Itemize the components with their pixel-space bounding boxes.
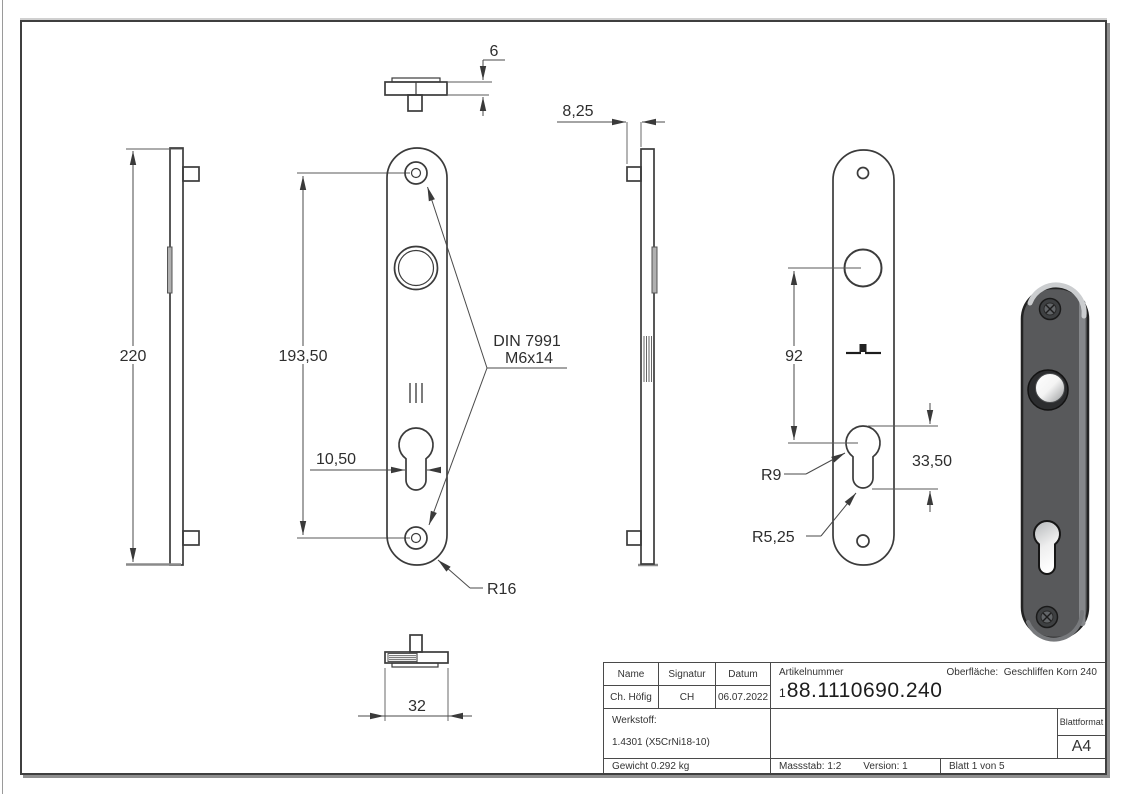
front-view-dimensioned [386, 147, 448, 566]
radius-note-r9: R9 [761, 452, 846, 484]
tb-artikelnummer-value: 88.1110690.240 [786, 679, 943, 702]
tb-empty-cell [771, 709, 1058, 759]
dim-pin-projection: 8,25 [557, 103, 665, 164]
tb-article-cell: Artikelnummer 188.1110690.240 Oberfläche… [771, 663, 1105, 709]
tb-version: Version: 1 [863, 760, 908, 772]
dim-label-r16: R16 [487, 581, 516, 598]
screw-note-line1: DIN 7991 [493, 333, 561, 350]
bottom-pin-2 [626, 530, 642, 546]
dim-label-33-50: 33,50 [912, 453, 952, 470]
dim-label-193-50: 193,50 [279, 348, 328, 365]
tb-werkstoff-label: Werkstoff: [612, 715, 657, 726]
dim-label-6: 6 [490, 43, 499, 60]
tb-blattformat-value: A4 [1058, 736, 1105, 759]
top-pin-2 [626, 166, 642, 182]
tb-gewicht: Gewicht 0.292 kg [604, 759, 771, 773]
render-bottom-shade [1026, 610, 1084, 642]
tb-oberflaeche-value: Geschliffen Korn 240 [1003, 667, 1097, 678]
cylinder-edge-2 [651, 246, 658, 294]
tb-blattformat-label: Blattformat [1058, 709, 1105, 736]
dim-label-8-25: 8,25 [562, 103, 593, 120]
render-top-screw [1038, 297, 1062, 321]
brand-mark-lines [409, 383, 423, 403]
dim-plate-thickness: 6 [448, 43, 505, 116]
tb-header-name: Name [604, 663, 659, 686]
bottom-view [384, 634, 449, 668]
drawing-frame [20, 20, 1107, 775]
render-body [1020, 286, 1090, 640]
render-edge-highlight [1079, 300, 1086, 626]
tb-value-name: Ch. Höfig [604, 686, 659, 709]
side-view-left [167, 147, 658, 567]
knurl-hatch [387, 653, 418, 662]
tb-oberflaeche-label: Oberfläche: [946, 667, 999, 678]
euro-cylinder-keyhole-2 [845, 425, 881, 489]
handle-hole [393, 245, 439, 291]
tb-oberflaeche: Oberfläche: Geschliffen Korn 240 [947, 667, 1097, 678]
radius-note-r5-25: R5,25 [752, 492, 857, 546]
dim-label-92: 92 [785, 348, 803, 365]
dim-screw-hole-distance: 193,50 [276, 172, 410, 539]
dim-plate-width: 32 [358, 668, 472, 721]
screw-note-line2: M6x14 [505, 350, 553, 367]
dim-label-220: 220 [120, 348, 147, 365]
render-top-highlight [1027, 282, 1087, 319]
dim-plate-height: 220 [113, 148, 182, 566]
euro-cylinder-keyhole [398, 427, 434, 491]
brand-mark [846, 344, 881, 355]
render-bottom-screw [1035, 605, 1059, 629]
title-block: Name Signatur Datum Ch. Höfig CH 06.07.2… [603, 662, 1105, 773]
radius-note-r16: R16 [437, 559, 516, 598]
top-screw-hole [404, 161, 428, 185]
bottom-pin [182, 530, 200, 546]
bottom-screw-hole-2 [856, 534, 870, 548]
render-keyhole [1033, 520, 1061, 575]
dim-keyhole-width: 10,50 [310, 451, 441, 474]
tb-value-datum: 06.07.2022 [716, 686, 771, 709]
brand-hatch [643, 336, 652, 382]
cylinder-edge [167, 246, 173, 294]
dim-cylinder-height: 33,50 [868, 403, 952, 512]
tb-artikelnummer-label: Artikelnummer [779, 667, 844, 678]
render-3d [1020, 282, 1090, 642]
tb-blatt: Blatt 1 von 5 [949, 760, 1005, 772]
dim-label-10-50: 10,50 [316, 451, 356, 468]
side-view-right [626, 148, 658, 565]
top-view [384, 77, 448, 112]
render-handle-hole [1027, 369, 1069, 411]
page-edge-line [2, 0, 3, 794]
dim-handle-to-cylinder: 92 [779, 267, 861, 444]
dim-label-r9: R9 [761, 467, 782, 484]
front-view-plain [832, 149, 895, 566]
tb-massstab: Massstab: 1:2 [779, 760, 842, 772]
tb-header-datum: Datum [716, 663, 771, 686]
tb-value-signatur: CH [659, 686, 716, 709]
tb-werkstoff-value: 1.4301 (X5CrNi18-10) [612, 737, 710, 748]
dim-label-r5-25: R5,25 [752, 529, 795, 546]
tb-massstab-cell: Massstab: 1:2 Version: 1 [771, 759, 941, 773]
top-pin [182, 166, 200, 182]
tb-artikelnummer-prefix: 1 [779, 686, 786, 700]
tb-werkstoff-cell: Werkstoff: 1.4301 (X5CrNi18-10) [604, 709, 771, 759]
tb-header-signatur: Signatur [659, 663, 716, 686]
bottom-screw-hole [404, 526, 428, 550]
dim-label-32: 32 [408, 698, 426, 715]
top-screw-hole-2 [856, 166, 870, 180]
screw-note: DIN 7991 M6x14 [427, 186, 567, 526]
